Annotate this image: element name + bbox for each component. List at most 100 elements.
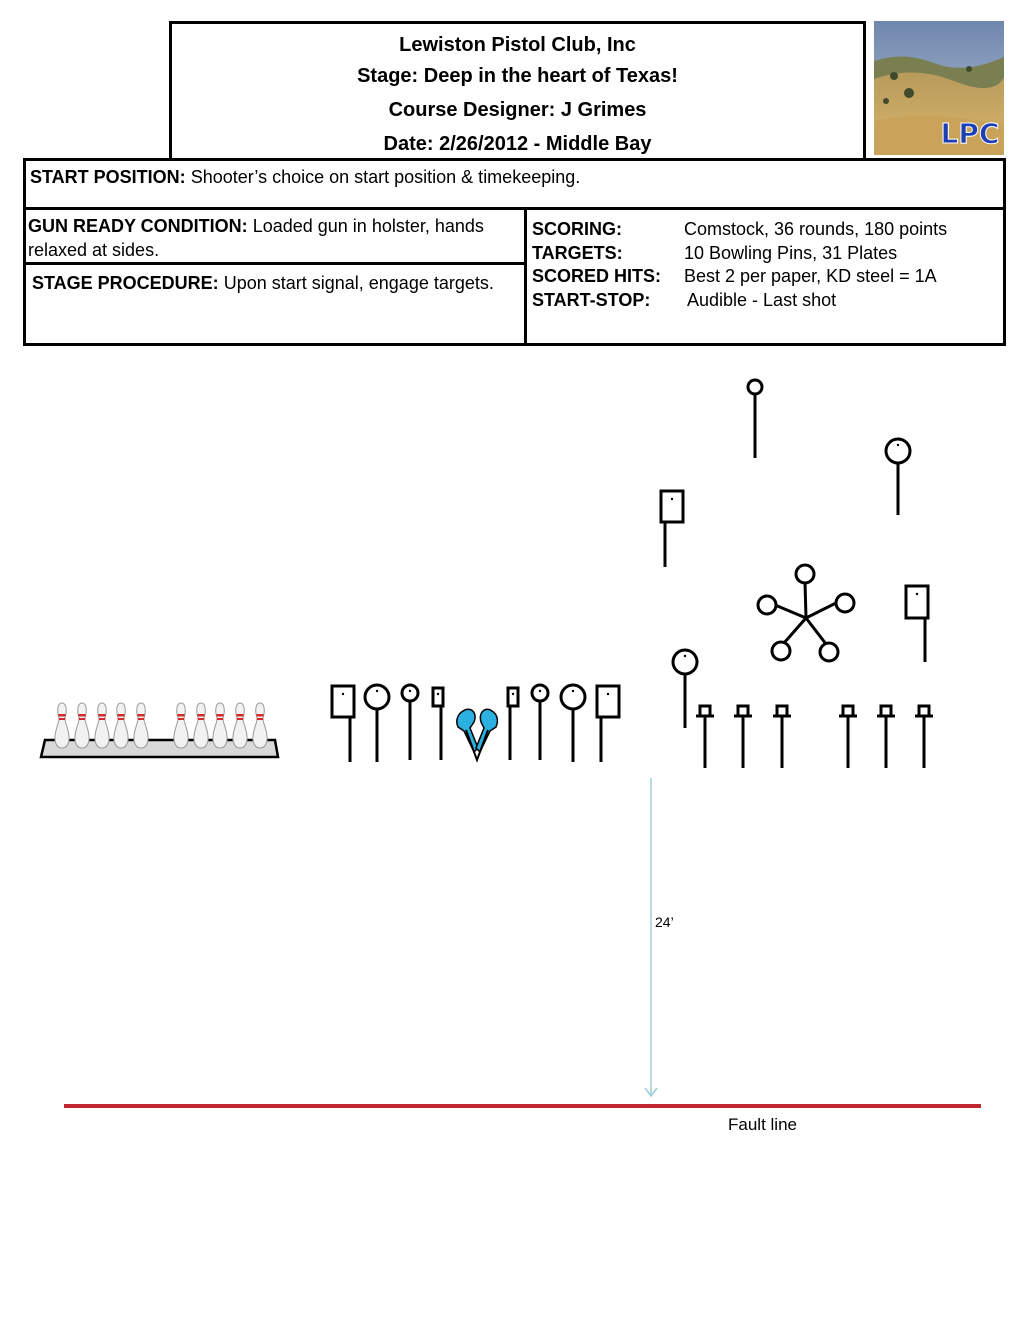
pin-stripe xyxy=(177,714,185,717)
steel-and-paper-targets xyxy=(330,378,933,768)
scored-hits-row: SCORED HITS: Best 2 per paper, KD steel … xyxy=(532,266,937,287)
pin-stripe xyxy=(197,714,205,717)
round-plate xyxy=(363,683,391,711)
pin-stripe xyxy=(137,714,145,717)
small-paper-target xyxy=(506,686,520,708)
pin-stripe xyxy=(58,714,66,717)
round-plate xyxy=(884,437,912,465)
scoring-row: SCORING: Comstock, 36 rounds, 180 points xyxy=(532,219,947,240)
bowling-pin xyxy=(173,702,189,749)
club-logo: LPC xyxy=(874,21,1004,155)
bowling-pin xyxy=(193,702,209,749)
stage-procedure-label: STAGE PROCEDURE: xyxy=(32,273,219,293)
course-designer: Course Designer: J Grimes xyxy=(388,99,647,121)
start-stop-value: Audible - Last shot xyxy=(687,290,837,310)
scoring-box: SCORING: Comstock, 36 rounds, 180 points… xyxy=(524,207,1006,346)
pin-stripe xyxy=(78,714,86,717)
target-center-dot xyxy=(538,689,542,693)
pin-stripe xyxy=(117,718,125,720)
start-position-text: Shooter’s choice on start position & tim… xyxy=(190,167,581,187)
logo-landscape-image: LPC xyxy=(874,21,1004,155)
pin-body xyxy=(94,702,110,749)
target-center-dot xyxy=(571,689,575,693)
pin-stripe xyxy=(236,714,244,717)
pin-stripe xyxy=(78,718,86,720)
paper-target xyxy=(659,489,685,524)
star-arm xyxy=(804,617,828,645)
stage-procedure-text: Upon start signal, engage targets. xyxy=(223,273,494,293)
bowling-pin xyxy=(94,702,110,749)
target-center-dot xyxy=(436,692,440,696)
procedure-box: GUN READY CONDITION: Loaded gun in holst… xyxy=(23,207,527,346)
popper-left xyxy=(456,708,479,754)
logo-text: LPC xyxy=(941,117,1000,150)
target-center-dot xyxy=(683,654,687,658)
pin-body xyxy=(173,702,189,749)
pin-stripe xyxy=(216,718,224,720)
bowling-pin xyxy=(232,702,248,749)
bowling-pins xyxy=(54,702,268,749)
bowling-pin xyxy=(252,702,268,749)
round-plate xyxy=(746,378,764,396)
star-arm xyxy=(805,601,837,620)
section-divider xyxy=(26,262,524,265)
round-plate xyxy=(530,683,550,703)
pin-body xyxy=(113,702,129,749)
popper-pair xyxy=(456,708,499,763)
stage-procedure-section: STAGE PROCEDURE: Upon start signal, enga… xyxy=(32,271,512,295)
pin-body xyxy=(193,702,209,749)
pin-stripe xyxy=(58,718,66,720)
star-plate xyxy=(834,592,856,614)
pin-body xyxy=(54,702,70,749)
fault-line-label: Fault line xyxy=(728,1115,797,1134)
star-arm xyxy=(803,581,808,619)
popper-base xyxy=(465,729,489,763)
star-plate xyxy=(794,563,816,585)
pin-stripe xyxy=(236,718,244,720)
round-plate xyxy=(671,648,699,676)
pin-body xyxy=(232,702,248,749)
distance-label: 24’ xyxy=(655,914,674,930)
pin-body xyxy=(252,702,268,749)
pin-body xyxy=(212,702,228,749)
target-center-dot xyxy=(896,443,900,447)
pin-stripe xyxy=(256,714,264,717)
target-center-dot xyxy=(511,692,515,696)
bowling-pin xyxy=(74,702,90,749)
bowling-pin xyxy=(54,702,70,749)
target-center-dot xyxy=(375,689,379,693)
gun-ready-text: Loaded gun in holster, hands relaxed at … xyxy=(28,216,484,260)
star-arm xyxy=(782,617,808,644)
pin-stripe xyxy=(137,718,145,720)
pin-body xyxy=(74,702,90,749)
distance-arrow-head xyxy=(644,1087,658,1098)
pin-stripe xyxy=(197,718,205,720)
pin-stripe xyxy=(256,718,264,720)
star-plate xyxy=(770,640,792,662)
round-plate xyxy=(559,683,587,711)
scoring-label: SCORING: xyxy=(532,219,622,239)
targets-row: TARGETS: 10 Bowling Pins, 31 Plates xyxy=(532,243,897,264)
star-target xyxy=(756,563,856,663)
target-center-dot xyxy=(606,692,610,696)
small-paper-target xyxy=(431,686,445,708)
bowling-pin xyxy=(133,702,149,749)
pin-stripe xyxy=(117,714,125,717)
bowling-pin xyxy=(212,702,228,749)
paper-target xyxy=(330,684,356,719)
targets-value: 10 Bowling Pins, 31 Plates xyxy=(684,243,898,263)
start-stop-label: START-STOP: xyxy=(532,290,651,310)
start-position-label: START POSITION: xyxy=(30,167,186,187)
star-plate xyxy=(756,594,778,616)
gun-ready-label: GUN READY CONDITION: xyxy=(28,216,248,236)
target-center-dot xyxy=(341,692,345,696)
scoring-value: Comstock, 36 rounds, 180 points xyxy=(684,219,948,239)
gun-ready-section: GUN READY CONDITION: Loaded gun in holst… xyxy=(28,214,518,262)
target-center-dot xyxy=(408,689,412,693)
stage-date: Date: 2/26/2012 - Middle Bay xyxy=(383,133,652,155)
scored-hits-value: Best 2 per paper, KD steel = 1A xyxy=(684,266,937,286)
bowling-pin xyxy=(113,702,129,749)
pin-stripe xyxy=(98,714,106,717)
stage-name: Stage: Deep in the heart of Texas! xyxy=(357,65,678,87)
